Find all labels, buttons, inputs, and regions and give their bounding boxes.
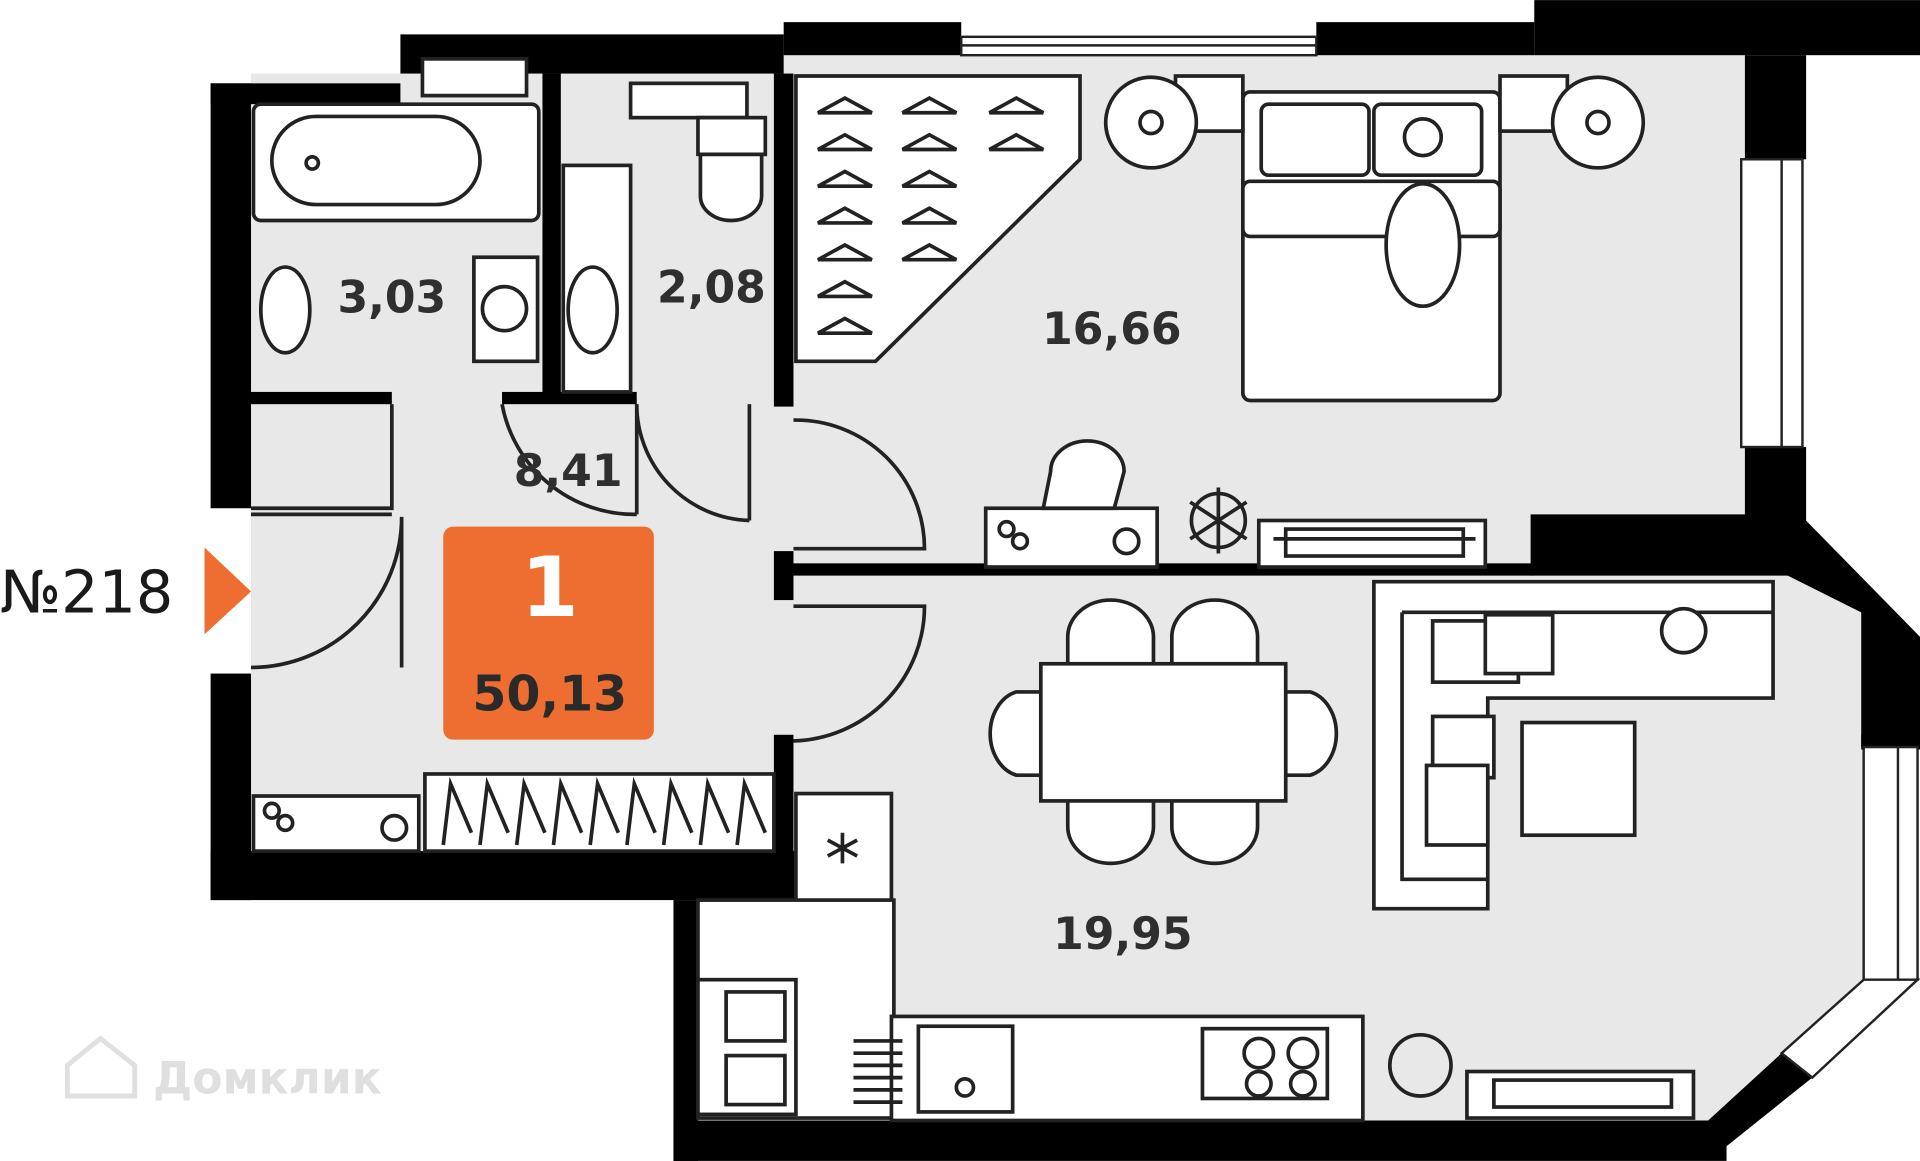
windows (420, 35, 1920, 1080)
apartment-number: №218 (0, 557, 173, 626)
room-area-living-kitchen: 19,95 (1053, 909, 1192, 960)
room-area-wc: 2,08 (657, 263, 766, 314)
sink-icon (566, 265, 619, 355)
nightstands (1103, 74, 1646, 170)
watermark-text: Домклик (153, 1054, 382, 1105)
dining-set (988, 598, 1339, 866)
walls (210, 0, 1920, 1161)
hangers (817, 95, 1045, 335)
bathtub (251, 102, 541, 223)
bed (1241, 90, 1502, 403)
room-area-bathroom: 3,03 (337, 272, 446, 323)
apartment-badge: 1 50,13 (443, 526, 654, 740)
kitchen (696, 791, 1696, 1123)
tv-stand (1256, 518, 1488, 569)
hallway-storage (251, 772, 776, 853)
room-area-bedroom: 16,66 (1042, 304, 1181, 355)
watermark: Домклик (64, 1035, 382, 1105)
total-area: 50,13 (472, 665, 627, 722)
toilet-icon (696, 115, 768, 223)
entrance-arrow-icon (204, 547, 252, 635)
room-area-hallway: 8,41 (514, 446, 623, 497)
plant-icon (1189, 487, 1248, 554)
sink-icon (258, 265, 312, 355)
sofa (1372, 579, 1775, 911)
rooms-count: 1 (521, 539, 579, 636)
doors (251, 403, 927, 743)
desk (983, 439, 1159, 569)
